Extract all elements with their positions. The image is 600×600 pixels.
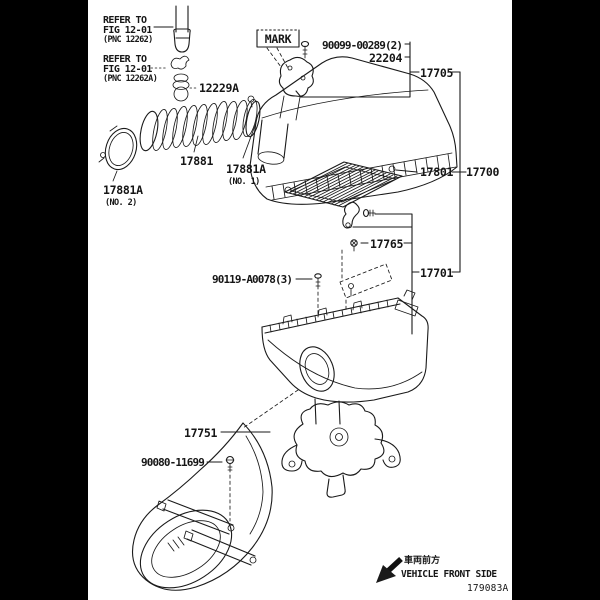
holddown-clamp-drawing bbox=[342, 201, 360, 229]
mark-callout-box bbox=[256, 29, 300, 71]
air-cleaner-case-drawing bbox=[261, 283, 429, 425]
case-to-duct-dashed-line bbox=[242, 389, 299, 429]
part-label-17700: 17700 bbox=[466, 165, 499, 179]
vehicle-front-label-jp: 車両前方 bbox=[404, 554, 440, 566]
footer-labels: 車両前方 VEHICLE FRONT SIDE 179083A bbox=[401, 554, 509, 594]
part-note-no2: (NO. 2) bbox=[105, 198, 137, 208]
mounting-position-dotted-box bbox=[339, 249, 393, 313]
mount-bracket-drawing bbox=[281, 401, 401, 498]
air-hose-drawing bbox=[139, 98, 258, 152]
hose-leader-line bbox=[193, 135, 199, 153]
part-label-17881A-no2: 17881A bbox=[103, 183, 143, 197]
refer1-line1: REFER TO bbox=[103, 15, 147, 26]
air-filter-element-drawing bbox=[284, 161, 403, 208]
clamp-no1-leader-line bbox=[242, 122, 257, 159]
grommet-part-drawing bbox=[172, 73, 190, 102]
diagram-paper bbox=[88, 0, 512, 600]
part-label-17765: 17765 bbox=[370, 237, 403, 251]
clip-part-drawing bbox=[170, 55, 190, 70]
vehicle-front-arrow-icon bbox=[376, 556, 403, 583]
part-label-22204: 22204 bbox=[369, 51, 402, 65]
refer1-line3: (PNC 12262) bbox=[103, 35, 153, 45]
bolt-90119-drawing bbox=[314, 273, 322, 317]
part-label-17701: 17701 bbox=[420, 266, 453, 280]
sensor-screw-drawing bbox=[300, 40, 310, 59]
vehicle-front-label-en: VEHICLE FRONT SIDE bbox=[401, 569, 497, 580]
part-label-90099-00289: 90099-00289(2) bbox=[322, 39, 402, 52]
mark-leader-lines bbox=[266, 47, 290, 71]
callout-labels: REFER TO FIG 12-01 (PNC 12262) REFER TO … bbox=[103, 15, 500, 469]
refer2-line2: FIG 12-01 bbox=[103, 64, 152, 75]
part-label-17705: 17705 bbox=[420, 66, 453, 80]
filter-leader-line bbox=[395, 169, 418, 173]
hose-clamp-no1-drawing bbox=[245, 95, 261, 138]
maf-sensor-drawing bbox=[278, 56, 314, 121]
refer2-line3: (PNC 12262A) bbox=[103, 74, 157, 84]
clamp-no2-leader-line bbox=[112, 170, 118, 182]
part-label-17801: 17801 bbox=[420, 165, 453, 179]
clamp-bolt-drawing bbox=[362, 208, 376, 218]
part-label-12229A: 12229A bbox=[199, 81, 239, 95]
part-label-90119-A0078: 90119-A0078(3) bbox=[212, 273, 292, 286]
inlet-pipe-part-drawing bbox=[173, 5, 191, 53]
assembly-bracket-17700 bbox=[409, 71, 467, 273]
mark-label: MARK bbox=[265, 32, 292, 46]
sensor-parts-bracket bbox=[295, 41, 411, 98]
part-label-17881: 17881 bbox=[180, 154, 213, 168]
air-inlet-duct-drawing bbox=[131, 422, 273, 591]
bolt-90080-drawing bbox=[225, 455, 235, 522]
refer1-line2: FIG 12-01 bbox=[103, 25, 152, 36]
figure-code: 179083A bbox=[467, 583, 509, 594]
bolt-17765-drawing bbox=[350, 239, 358, 252]
part-note-no1: (NO. 1) bbox=[228, 177, 260, 187]
refer2-line1: REFER TO bbox=[103, 54, 147, 65]
part-label-90080-11699: 90080-11699 bbox=[141, 456, 204, 469]
case-subassembly-bracket bbox=[352, 213, 413, 335]
part-label-17881A-no1: 17881A bbox=[226, 162, 266, 176]
part-label-17751: 17751 bbox=[184, 426, 217, 440]
hose-clamp-no2-drawing bbox=[98, 125, 138, 171]
